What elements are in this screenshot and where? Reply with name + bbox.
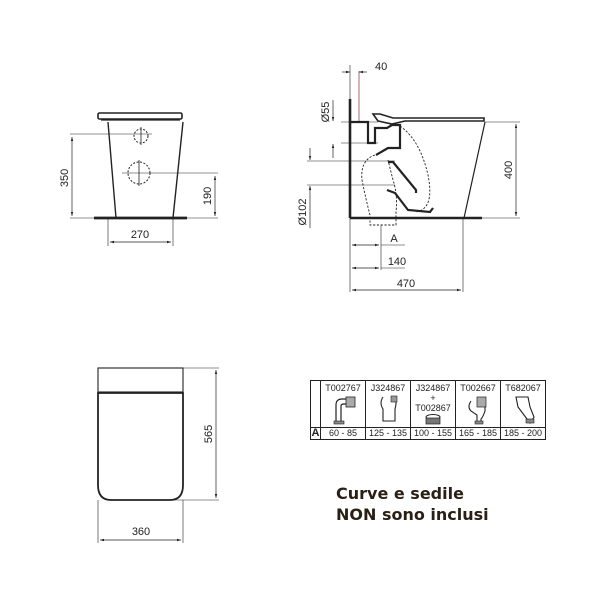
s-trap-pipe-icon: [468, 396, 487, 425]
dim-height: 400: [503, 161, 515, 179]
offset-pipe-icon: [380, 395, 398, 422]
top-view: [97, 367, 219, 543]
table-cell: 100 - 155: [410, 427, 456, 440]
table-cell: 185 - 200: [500, 427, 546, 440]
dim-length: 565: [203, 425, 215, 443]
dim-width-base: 270: [131, 229, 149, 241]
seat-top-outline: [97, 392, 184, 501]
table-cell: 60 - 85: [320, 427, 366, 440]
ring-connector-icon: [425, 414, 441, 425]
note-line-1: Curve e sedile: [336, 484, 464, 503]
dim-pipe-diameter-large: Ø102: [297, 199, 309, 226]
elbow-pipe-icon: [333, 396, 356, 425]
dim-A-label: A: [390, 233, 398, 245]
angled-pipe-icon: [515, 396, 535, 424]
bowl-outline: [107, 121, 184, 219]
table-cell: J324867: [365, 380, 411, 428]
table-cell: J324867 + T002867: [410, 380, 456, 428]
note-line-2: NON sono inclusi: [336, 505, 489, 524]
dim-outlet-distance: 140: [388, 256, 406, 268]
seat-side: [371, 113, 485, 125]
side-view: [307, 65, 520, 292]
dim-wall-offset: 40: [375, 61, 387, 73]
dim-pipe-diameter-small: Ø55: [320, 102, 332, 123]
table-cell: 165 - 185: [455, 427, 501, 440]
seat-lid: [97, 112, 183, 120]
table-row-codes: T002767 J324867 J324867 + T002867: [310, 380, 546, 428]
table-cell: 125 - 135: [365, 427, 411, 440]
table-row-ranges: A 60 - 85 125 - 135 100 - 155 165 - 185 …: [310, 427, 546, 440]
table-cell: T002667: [455, 380, 501, 428]
connector-table: T002767 J324867 J324867 + T002867: [310, 380, 546, 440]
dim-width: 360: [132, 526, 150, 538]
dim-depth-total: 470: [397, 278, 415, 290]
tank-outline: [97, 367, 184, 393]
row-label-A: A: [310, 427, 321, 440]
trap-dashed: [361, 154, 398, 226]
dim-height-outlet: 190: [202, 187, 214, 205]
note-not-included: Curve e sedile NON sono inclusi: [336, 483, 489, 525]
table-cell: T682067: [500, 380, 546, 428]
front-view: [70, 112, 218, 246]
dim-height-total: 350: [59, 169, 71, 187]
table-cell: T002767: [320, 380, 366, 428]
